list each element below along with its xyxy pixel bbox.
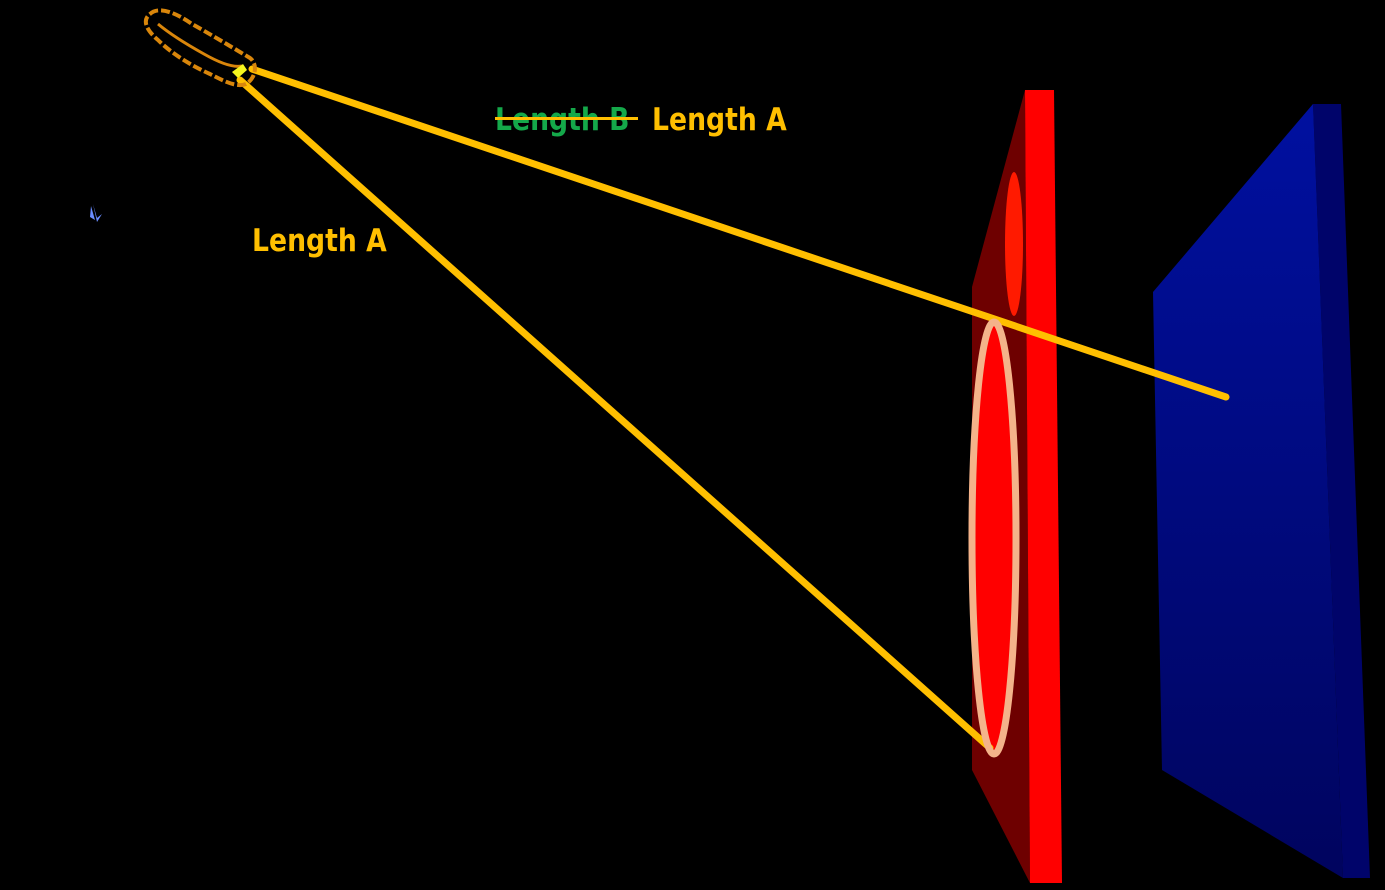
- upper-aperture-hole: [1005, 172, 1023, 316]
- aperture-ring: [968, 318, 1020, 758]
- length-b-label: Length B: [495, 102, 630, 138]
- pointer-icon: [90, 204, 102, 222]
- light-source-icon: [143, 8, 257, 87]
- aperture-plate: [972, 90, 1062, 883]
- aperture-front-face: [1025, 90, 1062, 883]
- beam-length-a-top: [248, 65, 1230, 401]
- screen-front-face: [1153, 104, 1343, 878]
- aperture-hole-interior: [974, 324, 1014, 752]
- length-b-strikethrough: [495, 117, 638, 120]
- length-a-left-label: Length A: [252, 223, 387, 259]
- detector-screen: [1153, 104, 1370, 878]
- beam-length-a-left: [236, 76, 994, 752]
- screen-side-face: [1313, 104, 1370, 878]
- length-a-top-label: Length A: [652, 102, 787, 138]
